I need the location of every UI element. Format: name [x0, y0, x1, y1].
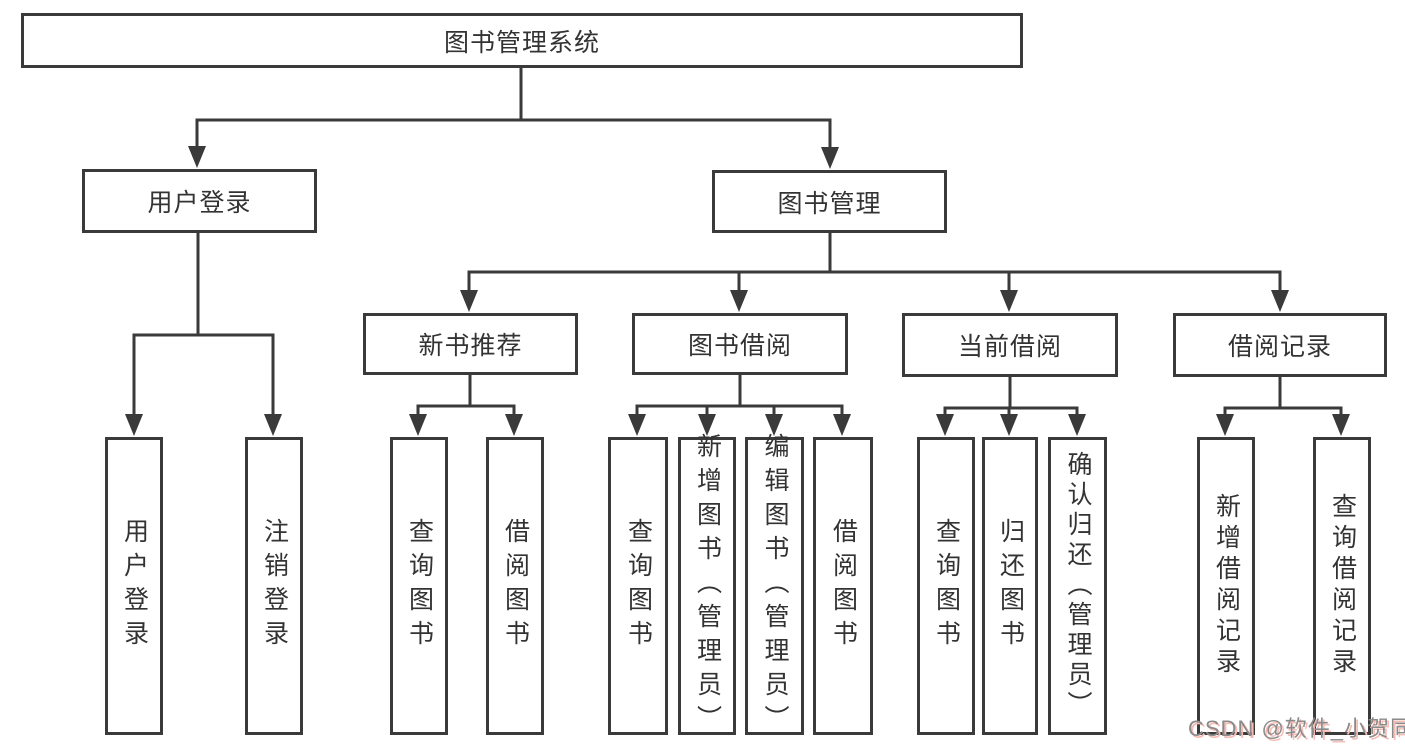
leaf-edit-books-admin: 编辑图书（管理员）	[745, 433, 804, 739]
leaf-user-login: 用户登录	[105, 437, 163, 735]
arrowhead-icon	[505, 414, 523, 436]
arrowhead-icon	[188, 146, 206, 168]
node-library-system: 图书管理系统	[21, 13, 1023, 68]
node-book-borrowing-label: 图书借阅	[687, 332, 792, 360]
arrowhead-icon	[936, 414, 954, 436]
connector-book-borrow	[635, 373, 844, 422]
leaf-add-books-admin: 新增图书（管理员）	[678, 433, 736, 739]
node-new-book-recommend: 新书推荐	[363, 313, 578, 375]
arrowhead-icon	[1000, 290, 1018, 312]
leaf-return-books: 归还图书	[982, 437, 1038, 735]
node-borrowing-records: 借阅记录	[1173, 313, 1387, 377]
leaf-confirm-return-admin: 确认归还（管理员）	[1048, 437, 1107, 735]
arrowhead-icon	[821, 147, 839, 169]
connector-borrow-records	[1223, 375, 1343, 422]
leaf-logout-label: 注销登录	[260, 518, 289, 654]
leaf-query-borrow-record: 查询借阅记录	[1313, 437, 1371, 735]
node-new-book-recommend-label: 新书推荐	[418, 332, 523, 360]
leaf-query-books-borrow: 查询图书	[608, 437, 668, 735]
node-current-borrowing-label: 当前借阅	[957, 333, 1062, 361]
leaf-borrow-books-label: 借阅图书	[829, 518, 858, 654]
leaf-query-borrow-record-label: 查询借阅记录	[1328, 493, 1357, 679]
arrowhead-icon	[833, 414, 851, 436]
arrowhead-icon	[264, 414, 282, 436]
node-book-management-label: 图书管理	[777, 189, 882, 218]
arrowhead-icon	[698, 414, 716, 436]
leaf-query-books-current-label: 查询图书	[932, 518, 961, 654]
leaf-borrow-books-recommend-label: 借阅图书	[501, 518, 530, 654]
leaf-query-books-current: 查询图书	[917, 437, 975, 735]
arrowhead-icon	[1000, 414, 1018, 436]
leaf-return-books-label: 归还图书	[996, 518, 1025, 654]
node-book-management: 图书管理	[712, 170, 947, 233]
arrowhead-icon	[125, 414, 143, 436]
node-current-borrowing: 当前借阅	[902, 313, 1118, 377]
arrowhead-icon	[765, 414, 783, 436]
node-library-system-label: 图书管理系统	[443, 28, 600, 57]
leaf-edit-books-admin-label: 编辑图书（管理员）	[761, 433, 789, 739]
leaf-query-books-recommend-label: 查询图书	[405, 518, 434, 654]
leaf-add-borrow-record-label: 新增借阅记录	[1212, 493, 1241, 679]
leaf-borrow-books-recommend: 借阅图书	[486, 437, 544, 735]
node-user-login-label: 用户登录	[147, 189, 252, 217]
leaf-user-login-label: 用户登录	[120, 518, 149, 654]
connector-current-borrow	[943, 375, 1079, 422]
arrowhead-icon	[1068, 414, 1086, 436]
connector-new-book-rec	[416, 373, 516, 422]
arrowhead-icon	[409, 414, 427, 436]
leaf-logout: 注销登录	[245, 437, 303, 735]
csdn-watermark: CSDN @软件_小贺同学	[1188, 716, 1405, 741]
leaf-query-books-borrow-label: 查询图书	[624, 518, 653, 654]
node-borrowing-records-label: 借阅记录	[1227, 333, 1332, 361]
arrowhead-icon	[1216, 414, 1234, 436]
connector-user-login	[132, 231, 275, 420]
arrowhead-icon	[1332, 414, 1350, 436]
arrowhead-icon	[730, 290, 748, 312]
connector-book-mgmt	[467, 231, 1282, 297]
node-book-borrowing: 图书借阅	[632, 313, 848, 375]
leaf-query-books-recommend: 查询图书	[390, 437, 448, 735]
connector-root	[195, 66, 832, 152]
arrowhead-icon	[460, 290, 478, 312]
leaf-borrow-books: 借阅图书	[813, 437, 873, 735]
leaf-add-borrow-record: 新增借阅记录	[1197, 437, 1255, 735]
arrowhead-icon	[628, 414, 646, 436]
leaf-confirm-return-admin-label: 确认归还（管理员）	[1064, 451, 1092, 721]
leaf-add-books-admin-label: 新增图书（管理员）	[693, 433, 722, 739]
node-user-login: 用户登录	[82, 169, 317, 233]
arrowhead-icon	[1271, 290, 1289, 312]
